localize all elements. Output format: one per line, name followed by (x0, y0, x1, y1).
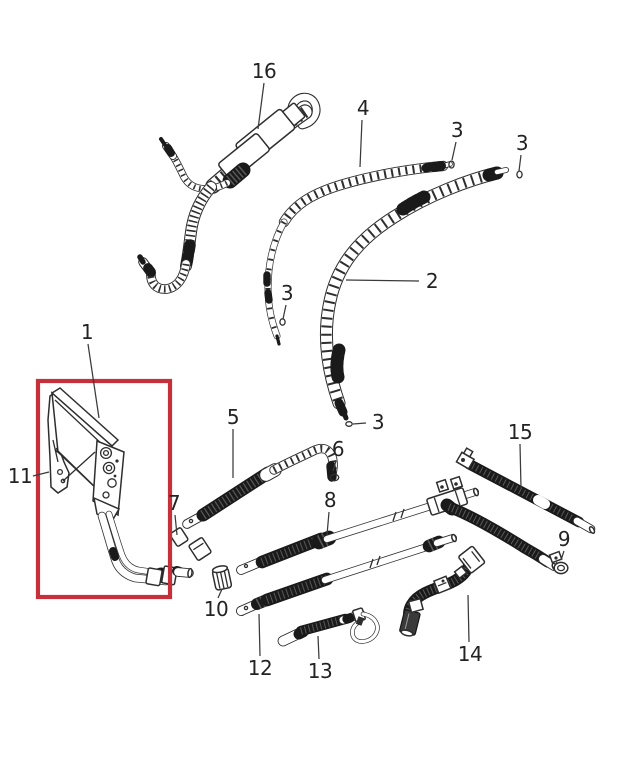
part-callout-7: 7 (167, 491, 181, 515)
o-ring-3 (448, 160, 455, 169)
part-2-pressure-hose (326, 166, 523, 427)
part-callout-9: 9 (557, 527, 571, 551)
leader-line-13 (317, 635, 320, 660)
leader-line-2 (345, 279, 420, 282)
part-callout-12: 12 (247, 656, 273, 680)
leader-line-7 (174, 514, 178, 536)
part-7-connector-sleeves (169, 527, 212, 561)
leader-line-12 (258, 613, 261, 657)
part-callout-3: 3 (371, 410, 385, 434)
part-5-cooler-hose (182, 449, 340, 529)
cooler-tank (92, 439, 125, 517)
leader-line-6 (332, 460, 337, 472)
part-callout-6: 6 (331, 437, 345, 461)
part-4-return-hose (263, 160, 455, 346)
leader-line-1 (87, 343, 100, 419)
part-14-elbow-hose (399, 545, 486, 637)
part-callout-1: 1 (80, 320, 94, 344)
leader-line-4 (359, 119, 363, 168)
part-callout-15: 15 (507, 420, 533, 444)
o-ring-3 (516, 170, 523, 179)
part-callout-2: 2 (425, 269, 439, 293)
callout-leader-lines (32, 82, 565, 660)
part-callout-3: 3 (515, 131, 529, 155)
part-12-cooler-tube (236, 533, 457, 616)
part-callout-3: 3 (280, 281, 294, 305)
part-callout-10: 10 (203, 597, 229, 621)
leader-line-14 (467, 594, 470, 643)
part-15-braided-hose (455, 447, 596, 535)
leader-line-3 (451, 141, 457, 161)
part-1-oil-cooler-assembly (47, 387, 194, 587)
part-callout-14: 14 (457, 642, 483, 666)
part-16-hose-assembly (137, 92, 321, 289)
part-callout-11: 11 (7, 464, 33, 488)
part-13-jumper-hose (277, 607, 378, 647)
leader-line-10 (217, 588, 223, 599)
part-6-clamp (329, 473, 340, 482)
part-callout-8: 8 (323, 488, 337, 512)
part-10-clamp (211, 565, 233, 591)
leader-line-8 (326, 511, 330, 536)
leader-line-3 (282, 304, 287, 320)
leader-line-16 (257, 82, 265, 130)
cooler-line-fitting (145, 567, 163, 587)
leader-line-3 (518, 154, 522, 172)
leader-line-9 (560, 550, 565, 561)
part-callout-16: 16 (251, 59, 277, 83)
leader-line-11 (32, 471, 50, 477)
part-callout-4: 4 (356, 96, 370, 120)
part-callout-5: 5 (226, 405, 240, 429)
o-ring-3 (345, 421, 353, 427)
leader-line-15 (519, 443, 522, 489)
selected-part-highlight-box (35, 378, 173, 600)
leader-line-3 (352, 422, 367, 425)
part-9-hose-clamp (548, 550, 569, 575)
part-callout-13: 13 (307, 659, 333, 683)
part-callout-3: 3 (450, 118, 464, 142)
